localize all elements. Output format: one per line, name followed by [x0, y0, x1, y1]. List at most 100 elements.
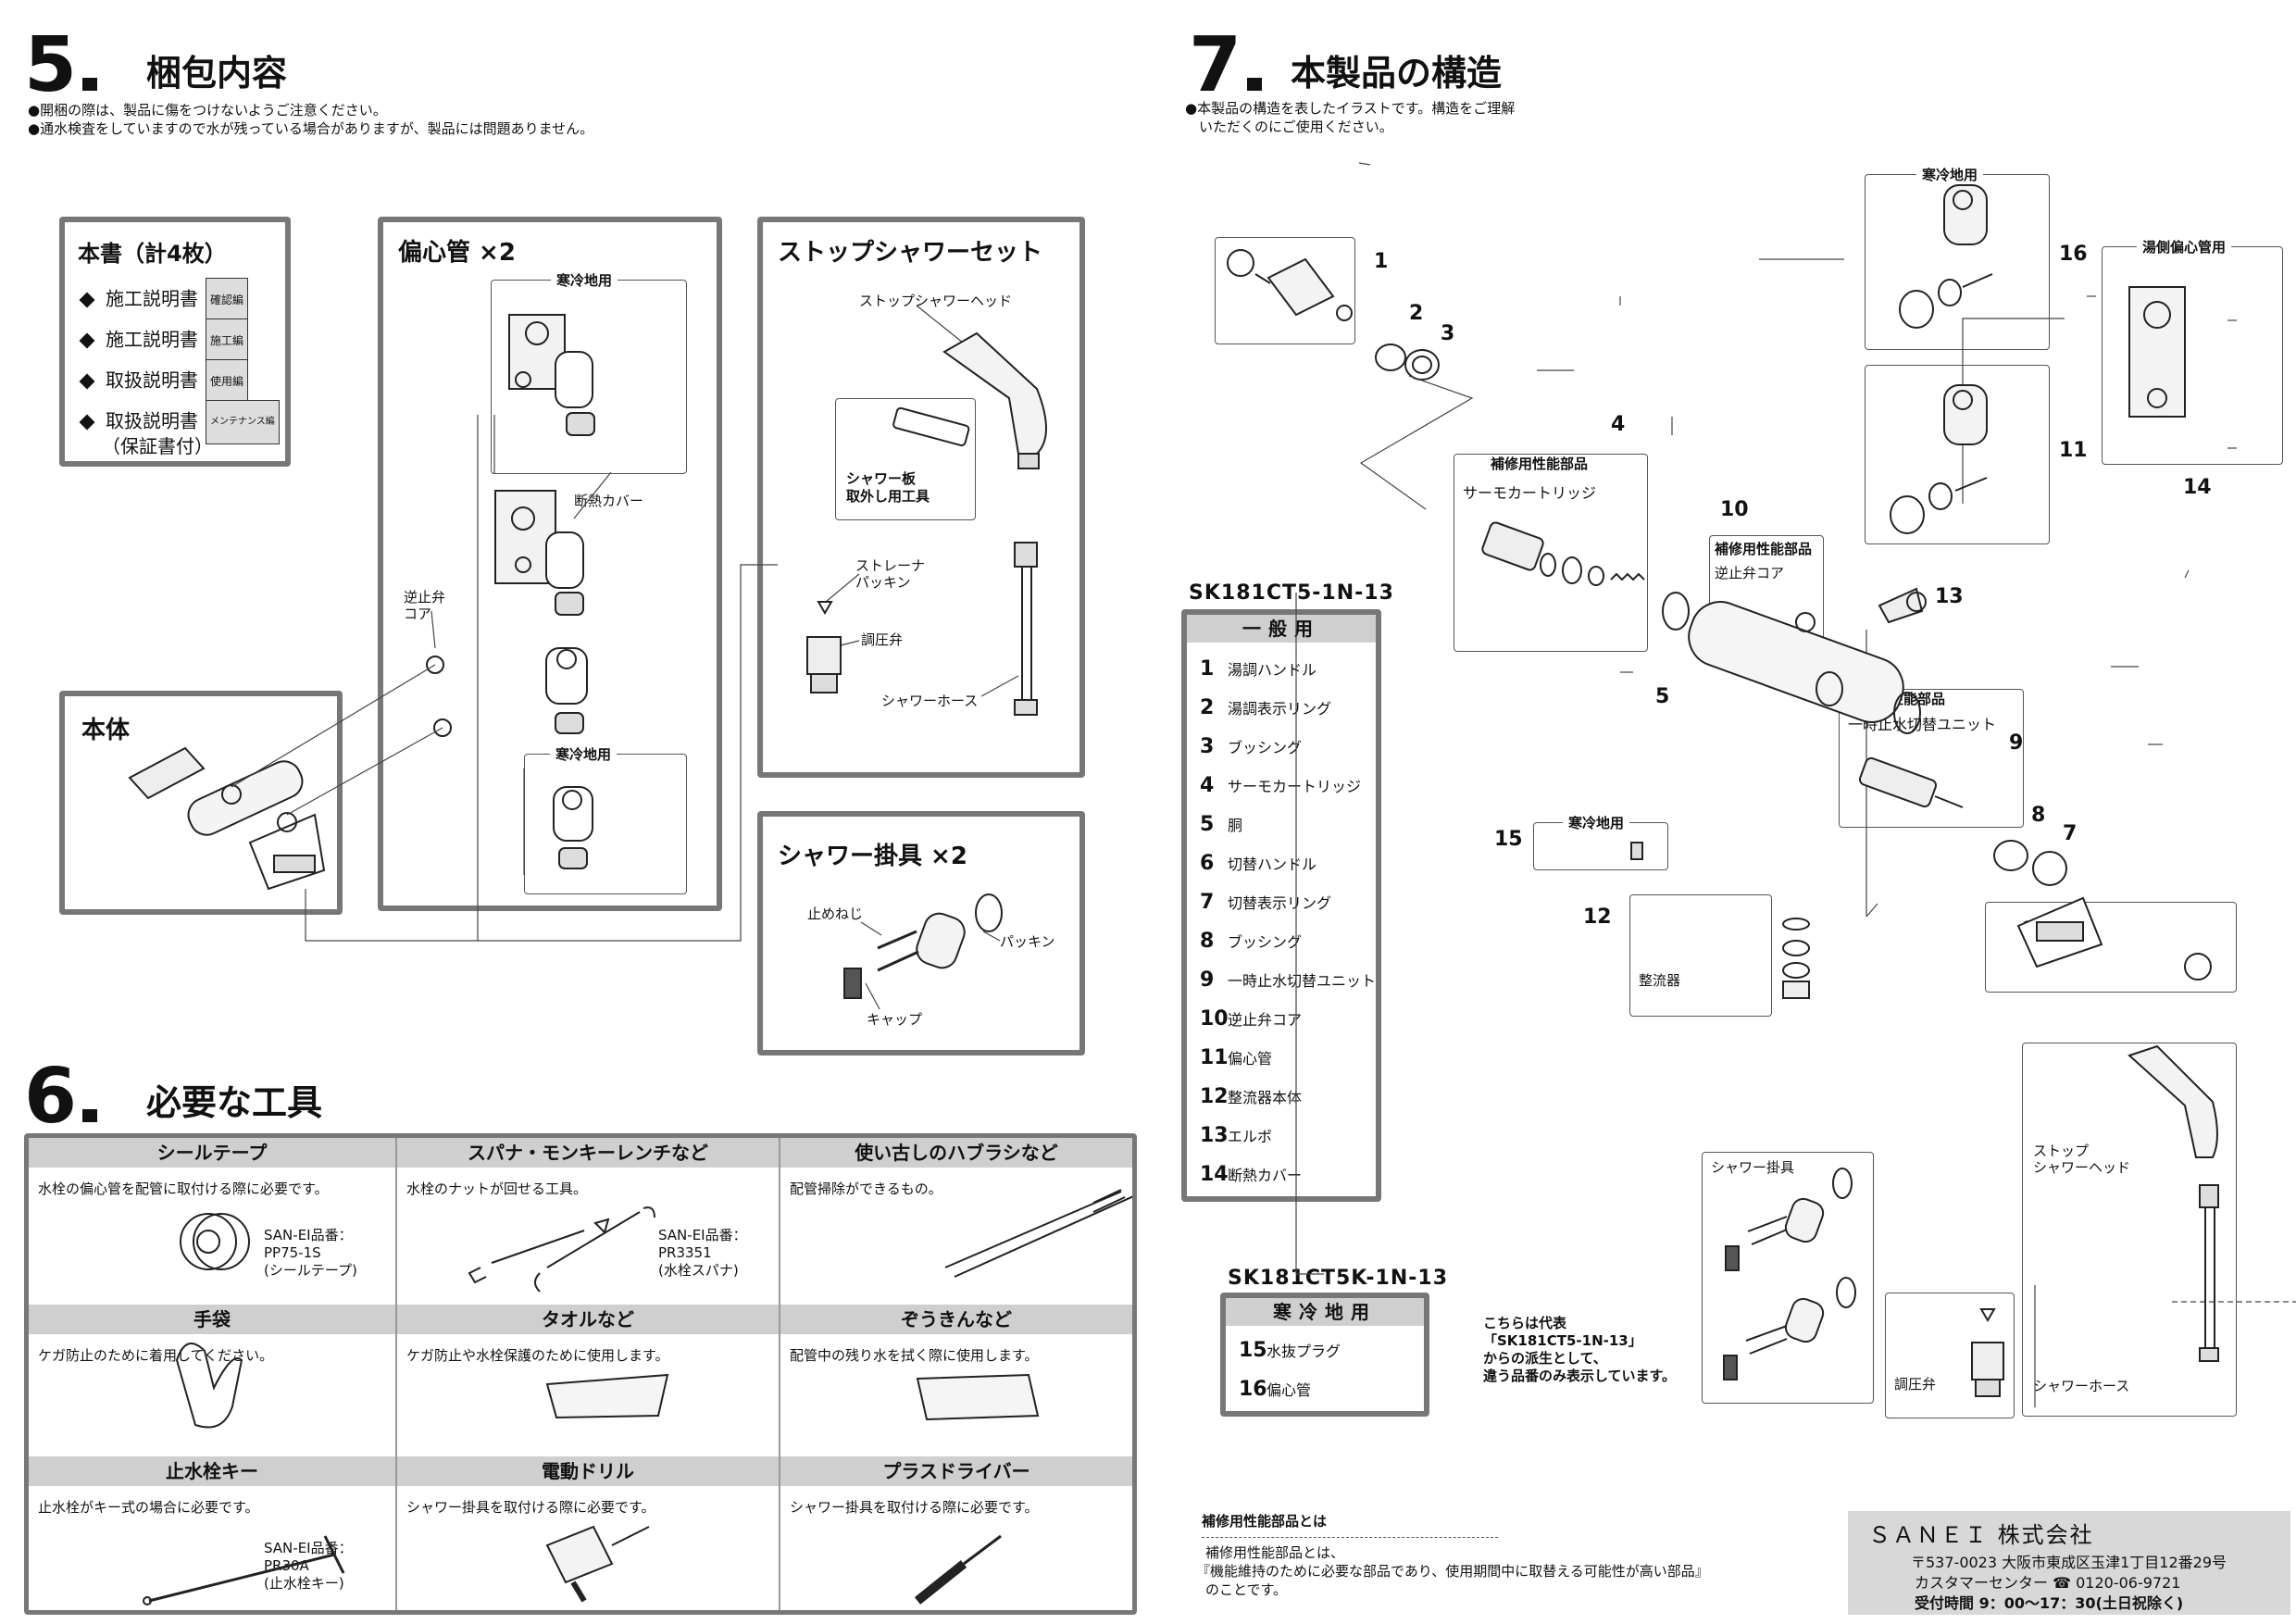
tool-illustrations	[143, 1189, 1132, 1605]
section-5-note-1: ●開梱の際は、製品に傷をつけないようご注意ください。	[28, 102, 387, 119]
section-6-number: 6	[24, 1059, 98, 1135]
stop-shower-head-illustration	[892, 331, 1047, 469]
shower-hanger-title: シャワー掛具 ×2	[778, 843, 967, 870]
thermo-cartridge-illustration	[1481, 521, 1645, 586]
rag-icon	[916, 1373, 1040, 1421]
seal-tape-icon	[180, 1213, 250, 1270]
temperature-handle-illustration	[1227, 249, 1353, 321]
warranty-note: （保証書付）	[102, 435, 213, 457]
check-valve-core-illustration	[1795, 612, 1816, 632]
tool-cell: 手袋 ケガ防止のために着用してください。	[29, 1305, 397, 1456]
model-number-cold: SK181CT5K-1N-13	[1228, 1267, 1449, 1290]
callout-15: 15	[1494, 828, 1523, 851]
repair-definition-line-3: のことです。	[1205, 1581, 1288, 1598]
stop-shower-head-label-7: ストップ シャワーヘッド	[2033, 1143, 2131, 1176]
customer-center-phone: カスタマーセンター ☎ 0120-06-9721	[1915, 1574, 2181, 1592]
doc-item: 取扱説明書使用編	[79, 359, 280, 404]
tool-cell: ぞうきんなど 配管中の残り水を拭く際に使用します。	[780, 1305, 1132, 1456]
tool-cell: タオルなど ケガ防止や水栓保護のために使用します。	[397, 1305, 780, 1456]
check-valve-core-label: 逆止弁コア	[1715, 565, 1785, 581]
callout-14: 14	[2183, 476, 2212, 499]
callout-4: 4	[1611, 413, 1626, 436]
hanger-structure-illustration	[1723, 1168, 1856, 1380]
rectifier-frame	[1629, 894, 1772, 1017]
part-item: 14断熱カバー	[1200, 1163, 1303, 1186]
gloves-icon	[175, 1343, 243, 1429]
callout-10: 10	[1720, 498, 1749, 521]
callout-11: 11	[2059, 439, 2088, 462]
company-name: ＳＡＮＥＩ 株式会社	[1868, 1522, 2094, 1548]
toothbrush-icon	[944, 1189, 1132, 1278]
general-use-header: 一般用	[1187, 615, 1376, 643]
tool-cell: プラスドライバー シャワー掛具を取付ける際に必要です。	[780, 1456, 1132, 1610]
cold-label-15: 寒冷地用	[1563, 815, 1630, 832]
elbow-illustration	[1878, 587, 1927, 624]
callout-16: 16	[2059, 243, 2088, 266]
repair-label-4: 補修用性能部品	[1491, 456, 1589, 472]
section-5-number: 5	[24, 28, 98, 104]
tool-cell: 電動ドリル シャワー掛具を取付ける際に必要です。	[397, 1456, 780, 1610]
hot-side-label: 湯側偏心管用	[2137, 239, 2232, 256]
pressure-valve-illustration	[806, 601, 842, 693]
documents-title: 本書（計4枚）	[78, 241, 227, 267]
cap-label: キャップ	[867, 1011, 923, 1028]
model-number-general: SK181CT5-1N-13	[1189, 581, 1394, 605]
bushing-illustration	[1404, 349, 1440, 381]
stop-shower-head-structure-illustration	[2128, 1044, 2219, 1362]
thermo-cartridge-label: サーモカートリッジ	[1463, 484, 1597, 502]
section-7-note-2: いただくのにご使用ください。	[1185, 119, 1393, 135]
callout-3: 3	[1441, 322, 1455, 345]
valve-label-7: 調圧弁	[1894, 1376, 1937, 1393]
callout-2: 2	[1409, 302, 1424, 325]
section-5-note-2: ●通水検査をしていますので水が残っている場合がありますが、製品には問題ありません…	[28, 120, 594, 137]
eccentric-pipe-illustration	[1890, 384, 1988, 534]
switch-handle-illustration	[1993, 840, 2212, 981]
packing-label: パッキン	[1000, 933, 1055, 950]
company-block: ＳＡＮＥＩ 株式会社 〒537-0023 大阪市東成区玉津1丁目12番29号 カ…	[1848, 1511, 2290, 1615]
company-address: 〒537-0023 大阪市東成区玉津1丁目12番29号	[1911, 1554, 2227, 1571]
henshin-title: 偏心管 ×2	[398, 239, 516, 267]
strainer-packing-label: ストレーナ パッキン	[855, 557, 926, 591]
stop-valve-key-icon	[143, 1535, 345, 1605]
eccentric-pipe-illustration	[426, 314, 595, 869]
body-title: 本体	[81, 717, 131, 744]
set-screw-label: 止めねじ	[807, 906, 864, 922]
electric-drill-icon	[545, 1525, 650, 1603]
parts-list-cold: 寒冷地用 15水抜プラグ 16偏心管	[1220, 1293, 1429, 1417]
drain-plug-illustration	[1630, 842, 1643, 860]
shower-plate-tool-label: シャワー板 取外し用工具	[846, 470, 930, 505]
repair-definition-line-1: 補修用性能部品とは、	[1205, 1544, 1345, 1561]
callout-13: 13	[1935, 585, 1964, 608]
callout-8: 8	[2031, 804, 2046, 827]
hanger-label: シャワー掛具	[1711, 1159, 1795, 1176]
documents-box: 本書（計4枚） 施工説明書確認編 施工説明書施工編 取扱説明書使用編 取扱説明書…	[59, 217, 291, 467]
shower-hanger-illustration	[843, 893, 1003, 999]
shower-hose-illustration	[1014, 542, 1038, 716]
doc-item: 施工説明書確認編	[79, 278, 280, 322]
cold-use-header: 寒冷地用	[1226, 1298, 1424, 1326]
doc-item: 取扱説明書メンテナンス編	[79, 400, 280, 444]
part-item: 11偏心管	[1200, 1046, 1273, 1069]
repair-definition-divider	[1202, 1537, 1498, 1538]
repair-definition-line-2: 『機能維持のために必要な部品であり、使用期間中に取替える可能性が高い部品』	[1196, 1563, 1709, 1580]
section-7-note-1: ●本製品の構造を表したイラストです。構造をご理解	[1185, 100, 1516, 117]
tools-table: シールテープ 水栓の偏心管を配管に取付ける際に必要です。 SAN-EI品番： P…	[24, 1133, 1137, 1615]
faucet-body-illustration	[128, 746, 326, 891]
towel-icon	[545, 1373, 669, 1419]
part-item: 12整流器本体	[1200, 1085, 1303, 1108]
callout-1: 1	[1374, 250, 1389, 273]
part-item: 15水抜プラグ	[1239, 1339, 1341, 1362]
hose-label-7: シャワーホース	[2033, 1378, 2130, 1394]
business-hours: 受付時間 9：00〜17：30(土日祝除く)	[1915, 1594, 2184, 1612]
pressure-valve-structure-illustration	[1971, 1308, 2004, 1397]
switch-handle-frame	[1985, 902, 2237, 993]
screwdriver-icon	[914, 1534, 1002, 1605]
